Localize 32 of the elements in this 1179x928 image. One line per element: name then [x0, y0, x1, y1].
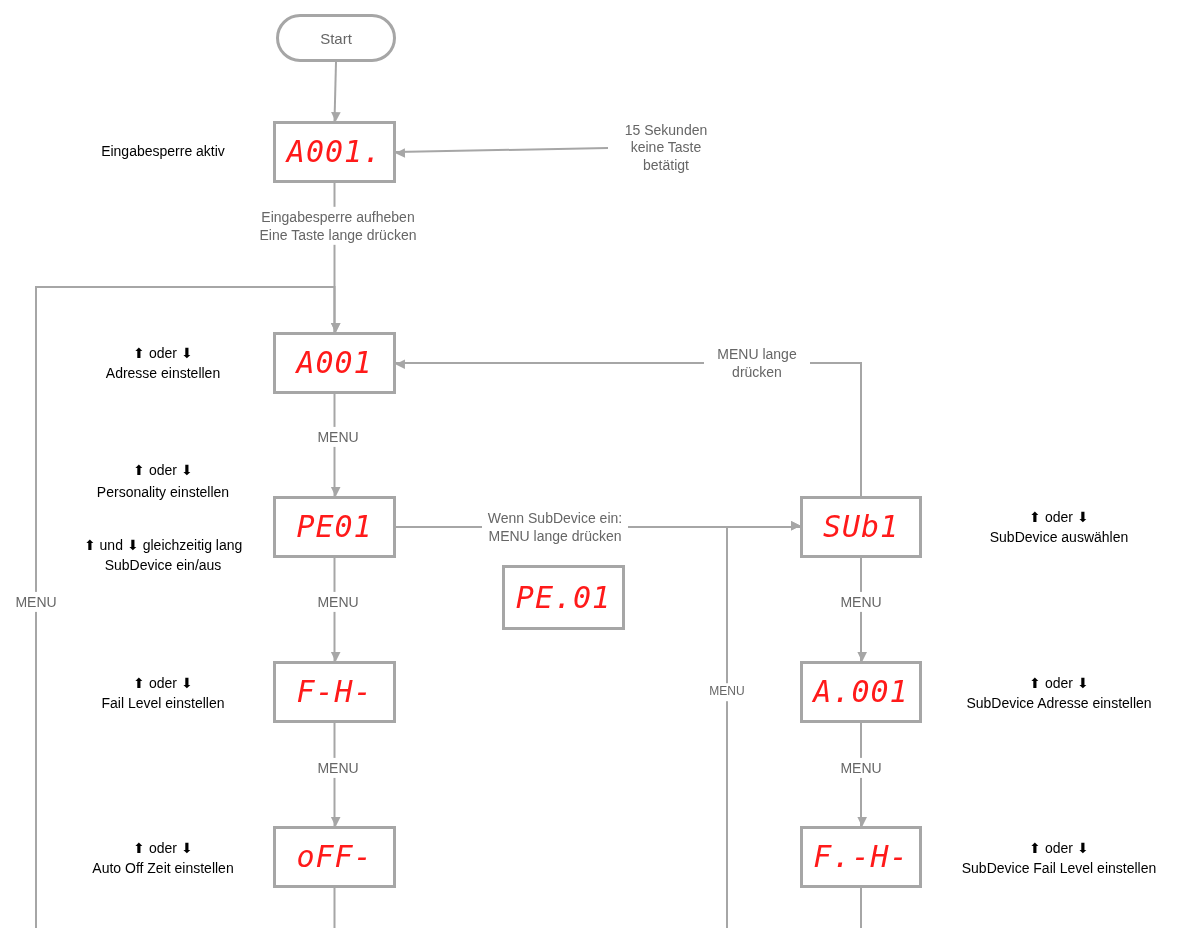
led-display: A.001 [800, 661, 922, 723]
led-display: PE.01 [502, 565, 625, 630]
led-display: A001 [273, 332, 396, 394]
instruction-text: Personality einstellen [96, 484, 230, 501]
instruction-text: Adresse einstellen [105, 365, 221, 382]
instruction-text: ⬆ und ⬇ gleichzeitig lang [83, 537, 243, 554]
led-display: SUb1 [800, 496, 922, 558]
instruction-text: Auto Off Zeit einstellen [92, 860, 234, 877]
instruction-text: SubDevice Adresse einstellen [966, 695, 1152, 712]
instruction-text: ⬆ oder ⬇ [1029, 840, 1089, 857]
instruction-text: Fail Level einstellen [101, 695, 225, 712]
instruction-text: ⬆ oder ⬇ [1029, 675, 1089, 692]
arrow [35, 286, 341, 928]
led-display: PE01 [273, 496, 396, 558]
instruction-text: SubDevice ein/aus [104, 557, 222, 574]
instruction-text: SubDevice auswählen [989, 529, 1129, 546]
led-display: F-H- [273, 661, 396, 723]
instruction-text: ⬆ oder ⬇ [133, 462, 193, 479]
led-display: oFF- [273, 826, 396, 888]
instruction-text: ⬆ oder ⬇ [133, 675, 193, 692]
led-display: F.-H- [800, 826, 922, 888]
arrow [726, 521, 862, 928]
note-text: 15 Sekunden keine Taste betätigt [623, 121, 709, 175]
instruction-text: ⬆ oder ⬇ [133, 345, 193, 362]
arrow [331, 61, 341, 122]
instruction-text: Eingabesperre aktiv [101, 143, 225, 160]
start-terminal: Start [276, 14, 396, 62]
led-display: A001. [273, 121, 396, 183]
instruction-text: ⬆ oder ⬇ [1029, 509, 1089, 526]
arrow [395, 147, 609, 158]
instruction-text: ⬆ oder ⬇ [133, 840, 193, 857]
instruction-text: SubDevice Fail Level einstellen [961, 860, 1157, 877]
